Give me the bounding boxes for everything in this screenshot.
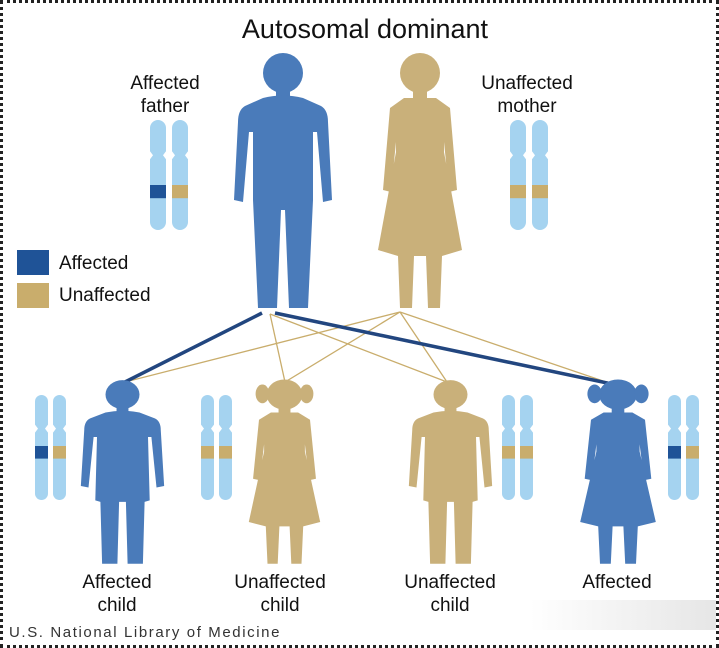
child3-label-line1: Unaffected [404,572,496,593]
head-shape [400,53,440,93]
legend-swatch-affected [17,250,49,275]
child2-label-line1: Unaffected [234,572,326,593]
scan-artifact [530,600,716,630]
inheritance-line-unaffected [399,311,613,385]
unaffected-gene-band [502,446,515,459]
head-shape [433,380,468,409]
centromere-notch [668,424,681,433]
child3-chromosomes [502,395,533,500]
centromere-notch [53,424,66,433]
pigtail-shape [299,384,314,404]
figures [80,53,656,564]
diagram-title: Autosomal dominant [242,14,489,44]
inheritance-line-unaffected [269,313,448,383]
inheritance-line-unaffected [124,311,401,383]
neck-shape [611,405,625,414]
unaffected-gene-band [53,446,66,459]
inheritance-line-unaffected [399,311,448,383]
inheritance-line-unaffected [269,313,286,383]
affected-gene-band [668,446,681,459]
mother-label-line1: Unaffected [481,73,573,94]
child4-label-line1: Affected [582,572,651,593]
body-shape [580,412,656,564]
footer-credit: U.S. National Library of Medicine [9,624,281,641]
unaffected-gene-band [219,446,232,459]
father-label-line2: father [141,96,190,117]
neck-shape [444,405,457,414]
chromosome-shape [532,120,548,230]
child1-label-line1: Affected [82,572,151,593]
inheritance-line-unaffected [284,311,401,383]
chromosomes [35,120,699,500]
inheritance-line-affected [124,311,263,384]
centromere-notch [686,424,699,433]
chromosome-shape [172,120,188,230]
unaffected-gene-band [520,446,533,459]
unaffected-gene-band [686,446,699,459]
body-shape [378,98,462,308]
head-shape [599,379,637,410]
body-shape [234,95,332,308]
father-figure [234,53,332,308]
affected-gene-band [150,185,166,199]
body-shape [408,410,493,564]
centromere-notch [502,424,515,433]
unaffected-gene-band [172,185,188,199]
child2-figure [248,379,321,564]
child4-figure [580,379,656,564]
child1-chromosomes [35,395,66,500]
child4-chromosomes [668,395,699,500]
child1-label-line2: child [97,595,136,616]
unaffected-gene-band [510,185,526,199]
body-shape [248,412,321,564]
head-shape [263,53,303,93]
chromosome-shape [510,120,526,230]
mother-label-line2: mother [497,96,557,117]
father-chromosomes [150,120,188,230]
unaffected-gene-band [532,185,548,199]
neck-shape [413,88,427,100]
inheritance-line-affected [274,311,613,386]
head-shape [266,379,303,410]
centromere-notch [520,424,533,433]
centromere-notch [201,424,214,433]
centromere-notch [219,424,232,433]
legend-swatch-unaffected [17,283,49,308]
pigtail-shape [255,384,270,404]
neck-shape [278,405,291,414]
inheritance-lines [124,311,613,386]
legend-label-unaffected: Unaffected [59,285,151,306]
father-label-line1: Affected [130,73,199,94]
chromosome-shape [150,120,166,230]
child2-chromosomes [201,395,232,500]
affected-gene-band [35,446,48,459]
child3-figure [408,380,493,564]
child2-label-line2: child [260,595,299,616]
mother-chromosomes [510,120,548,230]
body-shape [80,410,165,564]
mother-figure [378,53,462,308]
legend-label-affected: Affected [59,253,128,274]
unaffected-gene-band [201,446,214,459]
child1-figure [80,380,165,564]
neck-shape [116,405,129,414]
child3-label-line2: child [430,595,469,616]
centromere-notch [35,424,48,433]
pigtail-shape [634,384,649,404]
pigtail-shape [587,384,602,404]
head-shape [105,380,140,409]
